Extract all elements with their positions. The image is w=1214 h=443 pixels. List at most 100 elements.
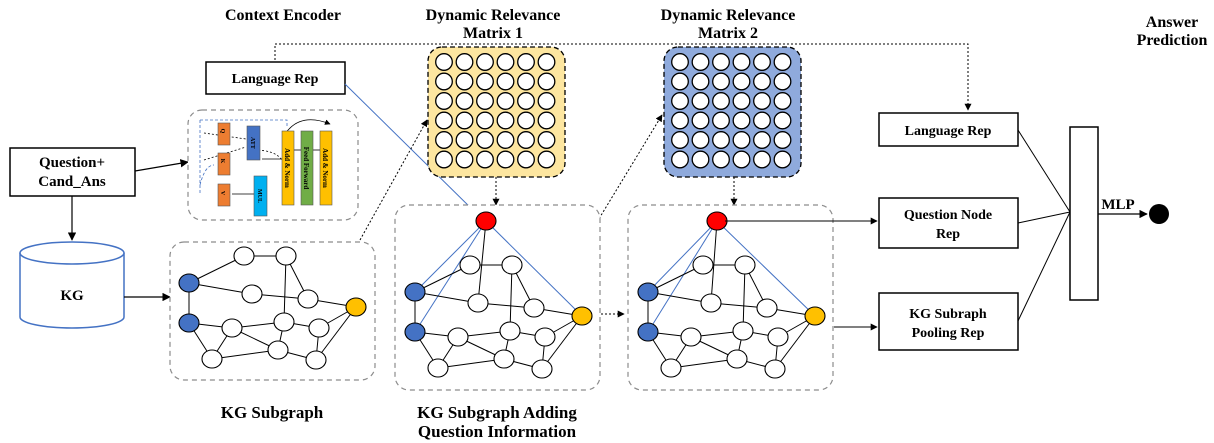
kg-pooling-rep-line1: KG Subraph	[909, 307, 987, 322]
kg-subgraph-question-2	[637, 211, 826, 379]
kg-node	[447, 327, 469, 347]
mlp-label: MLP	[1101, 197, 1134, 213]
question-box-line1: Question+	[39, 155, 105, 171]
matrix-cell	[435, 150, 453, 169]
matrix-cell	[753, 53, 771, 71]
kg-node	[427, 358, 449, 378]
kg-node	[297, 289, 319, 309]
matrix-cell	[517, 131, 535, 149]
matrix-cell	[537, 111, 556, 130]
kg-node	[726, 349, 748, 369]
q-block	[217, 122, 231, 146]
matrix-cell	[537, 72, 556, 91]
language-rep-right-box	[878, 112, 1019, 147]
kg-node	[501, 255, 523, 275]
matrix-cell	[476, 150, 494, 169]
kg-node	[493, 349, 515, 369]
question-box	[9, 147, 136, 197]
matrix-cell	[496, 53, 515, 71]
mul-label: MUL	[256, 189, 262, 203]
kg-node	[233, 246, 255, 266]
matrix-cell	[712, 150, 730, 169]
language-rep-top-box	[205, 61, 346, 95]
matrix-cell	[753, 72, 771, 91]
matrix-cell	[537, 150, 556, 169]
language-rep-right-label: Language Rep	[905, 124, 992, 139]
kg-node	[660, 358, 682, 378]
matrix-cell	[496, 72, 515, 91]
matrix-cell	[496, 150, 515, 169]
matrix-cell	[671, 53, 689, 71]
caption-kg-subgraph: KG Subgraph	[221, 403, 324, 422]
context-encoder-box	[187, 109, 359, 221]
matrix-cell	[691, 111, 710, 130]
add-norm-1-block	[281, 130, 295, 206]
matrix-cell	[517, 53, 535, 71]
answer-node-yellow	[571, 306, 593, 326]
kg-node	[267, 340, 289, 360]
matrix-cell	[773, 111, 792, 130]
answer-node-yellow	[345, 297, 367, 317]
matrix-cell	[476, 131, 494, 149]
mlp-block	[1069, 126, 1099, 301]
heading-answer-line2: Prediction	[1137, 32, 1208, 49]
matrix-cell	[476, 92, 494, 110]
kg-node	[241, 284, 263, 304]
kg-node	[273, 312, 295, 332]
question-node-red	[706, 211, 728, 231]
v-label: V	[219, 191, 225, 196]
matrix-cell	[517, 150, 535, 169]
matrix-cell	[537, 131, 556, 149]
matrix-cell	[517, 92, 535, 110]
matrix-cell	[712, 72, 730, 91]
v-block	[217, 183, 231, 207]
matrix-cell	[496, 131, 515, 149]
kg-node	[308, 318, 330, 338]
matrix-cell	[455, 53, 474, 71]
heading-matrix2-line1: Dynamic Relevance	[661, 7, 796, 24]
entity-node-blue	[404, 282, 426, 302]
matrix-cell	[476, 53, 494, 71]
matrix-cell	[671, 92, 689, 110]
add-norm-2-label: Add & Norm	[321, 148, 329, 188]
q-label: Q	[219, 129, 225, 134]
entity-node-blue	[637, 322, 659, 342]
matrix-cell	[517, 72, 535, 91]
matrix-cell	[712, 92, 730, 110]
kg-node	[221, 318, 243, 338]
matrix-cell	[773, 92, 792, 110]
matrix-cell	[476, 111, 494, 130]
mul-block	[253, 175, 268, 217]
matrix-cell	[455, 72, 474, 91]
matrix-cell	[732, 131, 751, 149]
entity-node-blue	[178, 273, 200, 293]
kg-node	[764, 359, 786, 379]
kg-node	[275, 246, 297, 266]
matrix-cell	[496, 111, 515, 130]
matrix-cell	[732, 92, 751, 110]
kg-node	[531, 359, 553, 379]
kg-node	[523, 298, 545, 318]
add-norm-2-block	[319, 130, 333, 206]
kg-node	[734, 255, 756, 275]
kg-node	[732, 321, 754, 341]
matrix-cell	[455, 150, 474, 169]
matrix-cell	[691, 53, 710, 71]
feed-forward-block	[300, 130, 314, 206]
matrix-cell	[753, 92, 771, 110]
question-node-red	[475, 211, 497, 231]
matrix-cell	[753, 111, 771, 130]
kg-node	[767, 327, 789, 347]
caption-adding-line1: KG Subgraph Adding	[417, 403, 577, 422]
heading-context-encoder: Context Encoder	[225, 7, 341, 24]
kg-subgraph-panel	[169, 241, 376, 381]
matrix-cell	[671, 111, 689, 130]
kg-subgraph-question	[404, 211, 593, 379]
matrix-cell	[712, 53, 730, 71]
k-label: K	[219, 159, 225, 164]
kg-node	[459, 255, 481, 275]
kg-label: KG	[60, 288, 84, 304]
matrix-cell	[712, 111, 730, 130]
caption-adding-line2: Question Information	[418, 422, 577, 441]
